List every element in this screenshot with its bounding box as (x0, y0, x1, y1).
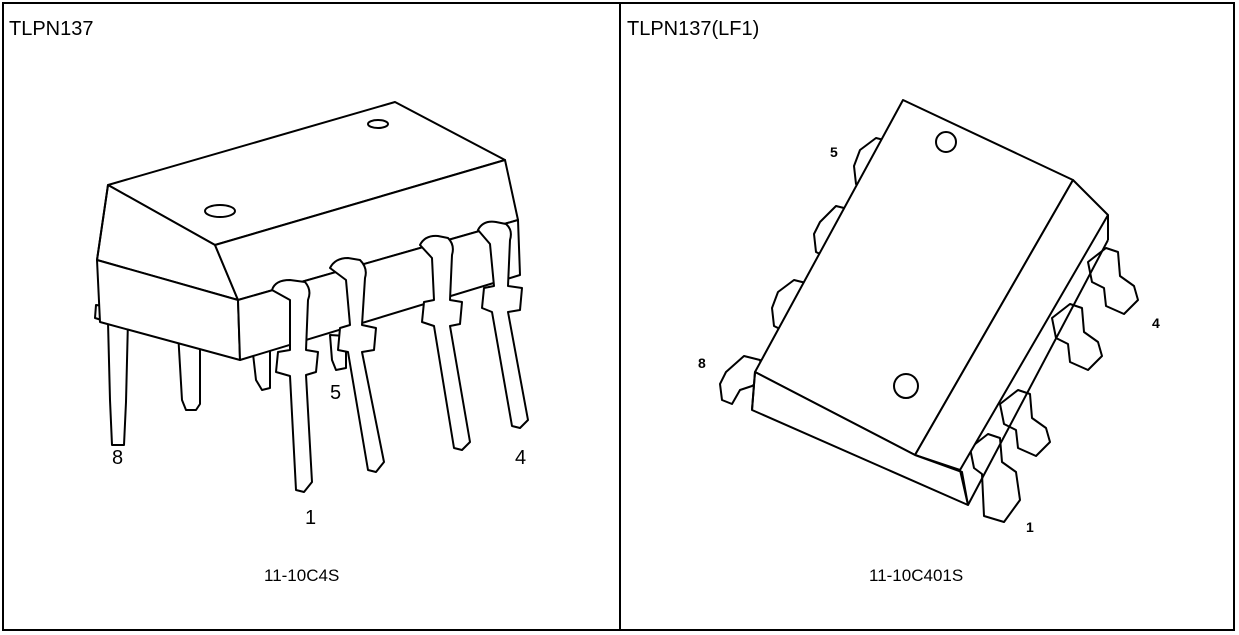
smd-lead-2 (999, 389, 1051, 457)
left-pin-4-label: 4 (515, 447, 527, 469)
right-pin-5-label: 5 (830, 144, 838, 160)
smd-lead-3 (1051, 303, 1103, 371)
dip-pin-1 (271, 279, 319, 493)
left-panel-title: TLPN137 (9, 18, 94, 40)
right-pin-4-label: 4 (1152, 315, 1160, 331)
dip-pin-3 (419, 234, 471, 451)
smd-lead-1 (969, 433, 1021, 523)
panel-divider (619, 4, 621, 629)
smd-lead-8 (719, 355, 765, 405)
smd-index-mark-2 (893, 373, 919, 399)
dip-index-mark-2 (367, 119, 389, 129)
dip-index-mark-1 (204, 204, 236, 218)
dip-pin-4 (477, 220, 529, 429)
right-panel-title: TLPN137(LF1) (627, 18, 760, 40)
left-pin-5-label: 5 (330, 382, 342, 404)
right-drawing-code: 11-10C401S (869, 566, 964, 585)
smd-index-mark-1 (935, 131, 957, 153)
left-pin-1-label: 1 (305, 507, 317, 529)
right-pin-1-label: 1 (1026, 519, 1034, 535)
dip-pin-2 (329, 257, 385, 473)
right-pin-8-label: 8 (698, 355, 706, 371)
smd-lead-4 (1087, 247, 1139, 315)
left-drawing-code: 11-10C4S (264, 566, 340, 585)
left-pin-8-label: 8 (112, 447, 124, 469)
